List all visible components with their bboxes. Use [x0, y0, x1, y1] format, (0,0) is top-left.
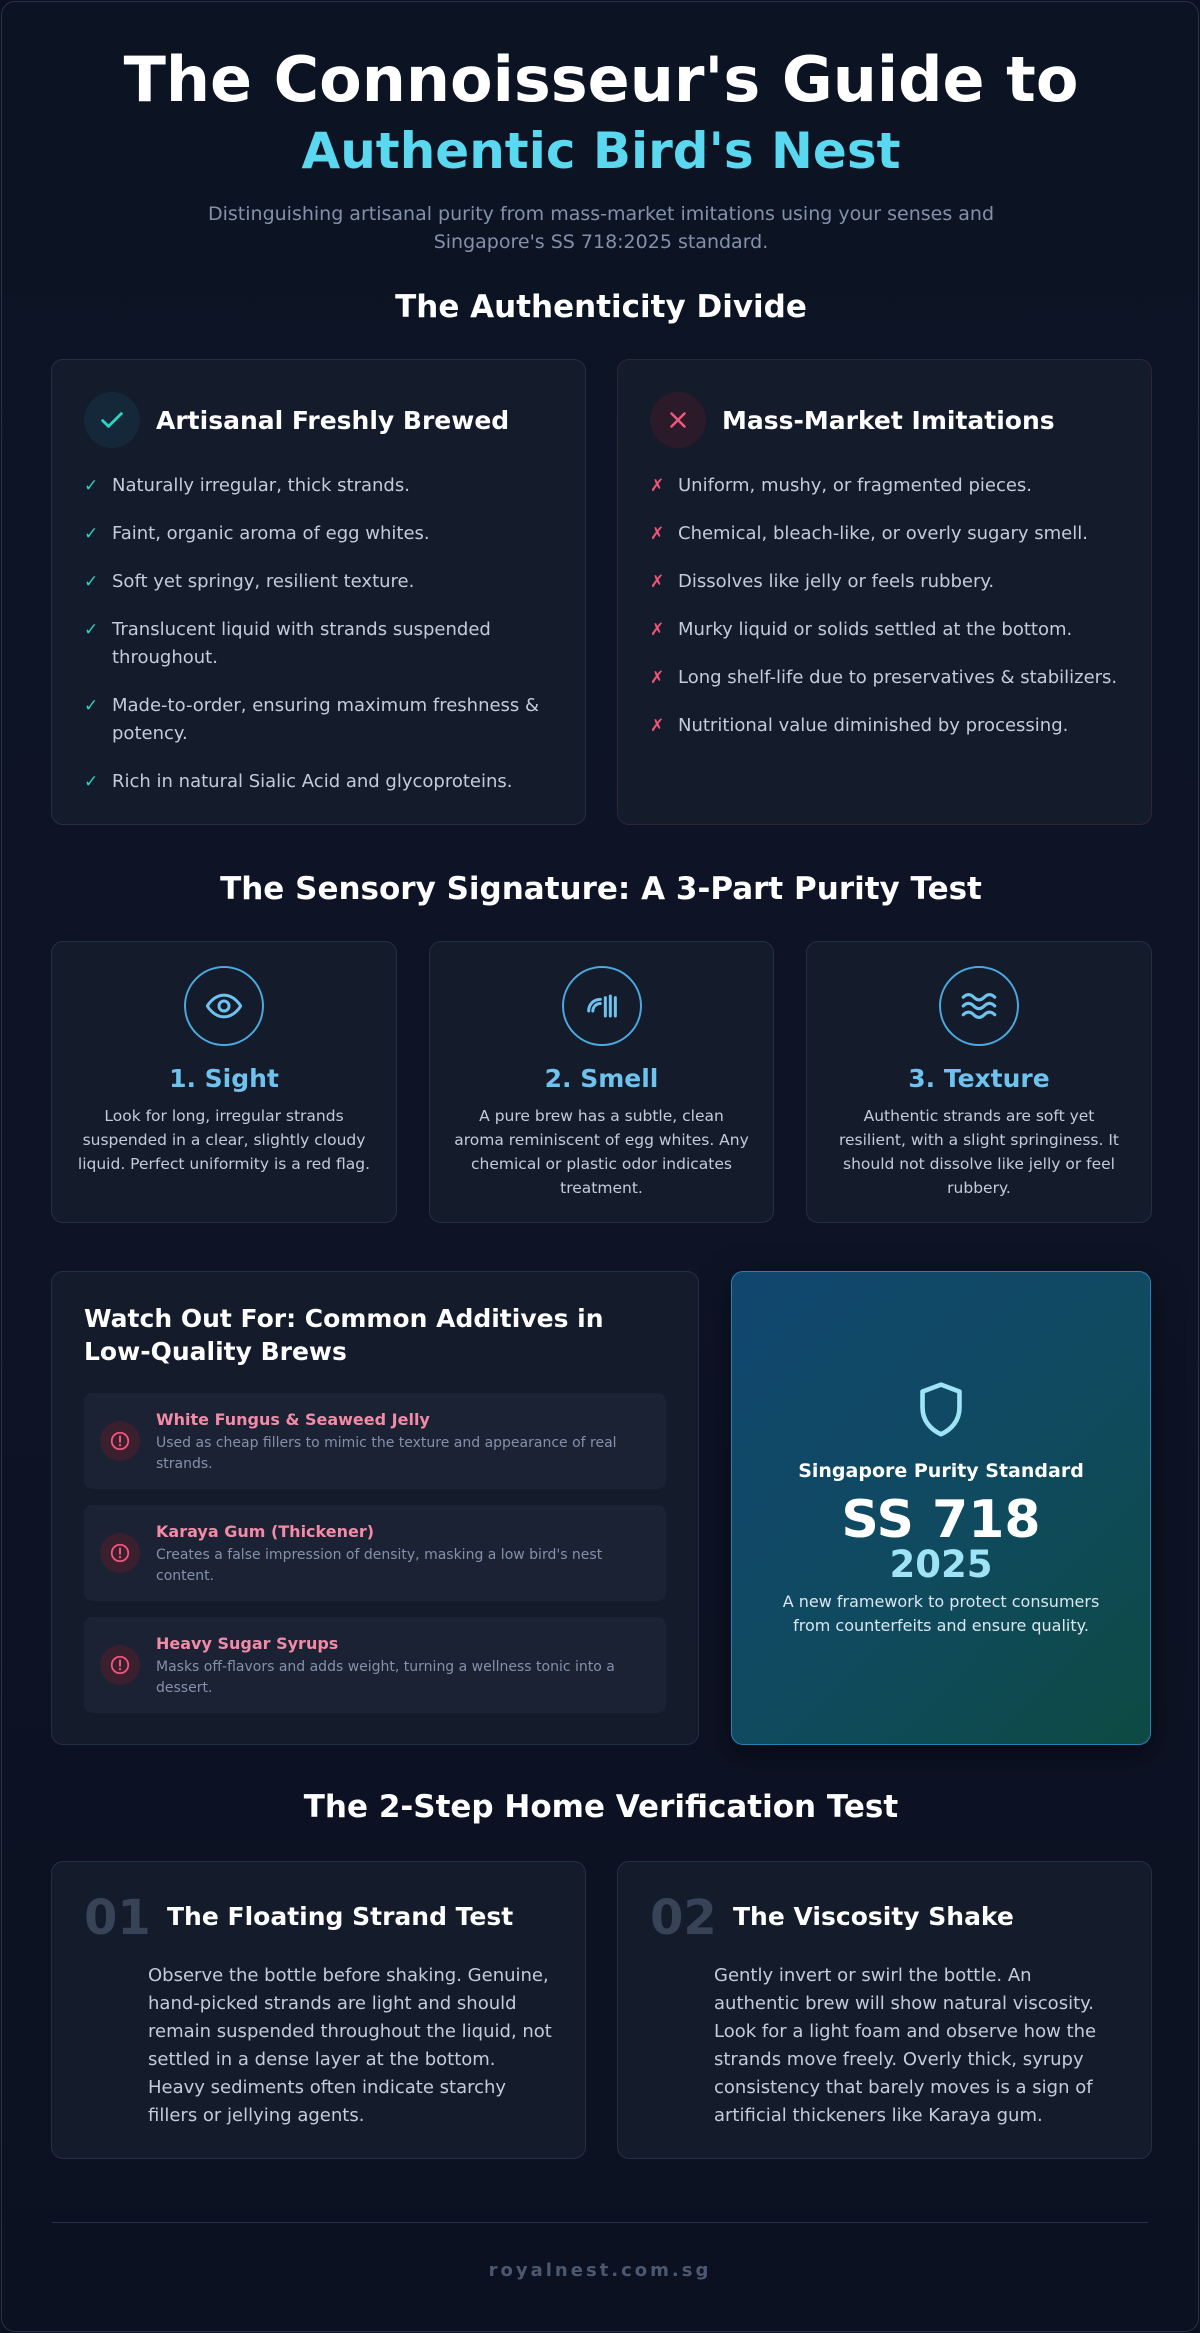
x-mark-icon: ✗	[650, 524, 665, 544]
step-text: Observe the bottle before shaking. Genui…	[148, 1965, 552, 2126]
checkmark-icon: ✓	[84, 772, 99, 792]
additives-card: Watch Out For: Common Additives in Low-Q…	[51, 1271, 699, 1745]
shield-icon	[913, 1380, 969, 1444]
list-item: ✗Long shelf-life due to preservatives & …	[650, 664, 1119, 692]
sense-card-smell: 2. Smell A pure brew has a subtle, clean…	[429, 941, 774, 1223]
list-item: ✗Uniform, mushy, or fragmented pieces.	[650, 472, 1119, 500]
step-number: 01	[84, 1890, 151, 1946]
sense-title: 1. Sight	[169, 1064, 279, 1093]
standard-label: Singapore Purity Standard	[798, 1460, 1084, 1482]
standard-year: 2025	[889, 1543, 993, 1586]
sense-text: Look for long, irregular strands suspend…	[77, 1107, 371, 1173]
list-item: ✓Naturally irregular, thick strands.	[84, 472, 553, 500]
list-item: ✗Chemical, bleach-like, or overly sugary…	[650, 520, 1119, 548]
step-text: Gently invert or swirl the bottle. An au…	[714, 1965, 1097, 2126]
additive-name: Karaya Gum (Thickener)	[156, 1522, 375, 1541]
checkmark-icon: ✓	[84, 572, 99, 592]
checkmark-icon: ✓	[84, 524, 99, 544]
imitations-card: Mass-Market Imitations ✗Uniform, mushy, …	[617, 359, 1152, 825]
additive-name: Heavy Sugar Syrups	[156, 1634, 339, 1653]
additive-item: White Fungus & Seaweed Jelly Used as che…	[84, 1393, 666, 1489]
alert-icon	[100, 1421, 140, 1461]
sense-card-sight: 1. Sight Look for long, irregular strand…	[51, 941, 397, 1223]
step-number: 02	[650, 1890, 717, 1946]
x-mark-icon: ✗	[650, 572, 665, 592]
sense-text: Authentic strands are soft yet resilient…	[838, 1107, 1120, 1197]
additive-desc: Masks off-flavors and adds weight, turni…	[156, 1659, 615, 1696]
sense-text: A pure brew has a subtle, clean aroma re…	[454, 1107, 749, 1197]
sense-title: 3. Texture	[908, 1064, 1050, 1093]
section-title-verification: The 2-Step Home Verification Test	[303, 1789, 899, 1825]
section-title-divide: The Authenticity Divide	[395, 289, 807, 325]
list-item: ✓Faint, organic aroma of egg whites.	[84, 520, 553, 548]
artisanal-card: Artisanal Freshly Brewed ✓Naturally irre…	[51, 359, 586, 825]
imitations-list: ✗Uniform, mushy, or fragmented pieces. ✗…	[650, 472, 1119, 760]
page-title-highlight: Authentic Bird's Nest	[301, 122, 901, 180]
step-title: The Floating Strand Test	[167, 1902, 514, 1931]
section-title-sensory: The Sensory Signature: A 3-Part Purity T…	[220, 871, 982, 907]
page-subtitle: Distinguishing artisanal purity from mas…	[207, 203, 995, 253]
checkmark-icon: ✓	[84, 476, 99, 496]
standard-code: SS 718	[841, 1490, 1041, 1550]
checkmark-icon: ✓	[84, 696, 99, 716]
cross-icon	[650, 392, 706, 448]
page-title: The Connoisseur's Guide to	[123, 43, 1079, 116]
list-item: ✓Made-to-order, ensuring maximum freshne…	[84, 692, 553, 748]
alert-icon	[100, 1645, 140, 1685]
smell-icon	[561, 966, 642, 1046]
list-item: ✗Nutritional value diminished by process…	[650, 712, 1119, 740]
standard-card: Singapore Purity Standard SS 718 2025 A …	[731, 1271, 1151, 1745]
verification-step-card: 01 The Floating Strand Test Observe the …	[51, 1861, 586, 2159]
list-item: ✓Translucent liquid with strands suspend…	[84, 616, 553, 672]
step-title: The Viscosity Shake	[733, 1902, 1014, 1931]
verification-step-card: 02 The Viscosity Shake Gently invert or …	[617, 1861, 1152, 2159]
list-item: ✗Murky liquid or solids settled at the b…	[650, 616, 1119, 644]
hero: The Connoisseur's Guide to Authentic Bir…	[2, 42, 1198, 256]
footer-divider	[52, 2222, 1148, 2223]
x-mark-icon: ✗	[650, 668, 665, 688]
artisanal-list: ✓Naturally irregular, thick strands. ✓Fa…	[84, 472, 553, 816]
checkmark-icon: ✓	[84, 620, 99, 640]
additive-name: White Fungus & Seaweed Jelly	[156, 1410, 430, 1429]
x-mark-icon: ✗	[650, 716, 665, 736]
x-mark-icon: ✗	[650, 476, 665, 496]
imitations-title: Mass-Market Imitations	[722, 405, 1055, 435]
alert-icon	[100, 1533, 140, 1573]
list-item: ✓Soft yet springy, resilient texture.	[84, 568, 553, 596]
sense-title: 2. Smell	[544, 1064, 659, 1093]
check-icon	[84, 392, 140, 448]
additive-desc: Creates a false impression of density, m…	[156, 1547, 603, 1584]
list-item: ✗Dissolves like jelly or feels rubbery.	[650, 568, 1119, 596]
waves-icon	[939, 966, 1019, 1046]
eye-icon	[184, 966, 264, 1046]
additive-item: Karaya Gum (Thickener) Creates a false i…	[84, 1505, 666, 1601]
additives-title: Watch Out For: Common Additives in Low-Q…	[84, 1304, 604, 1366]
sense-card-texture: 3. Texture Authentic strands are soft ye…	[806, 941, 1152, 1223]
footer-website[interactable]: royalnest.com.sg	[488, 2260, 712, 2281]
artisanal-title: Artisanal Freshly Brewed	[156, 405, 510, 435]
additive-desc: Used as cheap fillers to mimic the textu…	[156, 1435, 617, 1472]
x-mark-icon: ✗	[650, 620, 665, 640]
standard-desc: A new framework to protect consumers fro…	[782, 1592, 1100, 1635]
additive-item: Heavy Sugar Syrups Masks off-flavors and…	[84, 1617, 666, 1713]
list-item: ✓Rich in natural Sialic Acid and glycopr…	[84, 768, 553, 796]
